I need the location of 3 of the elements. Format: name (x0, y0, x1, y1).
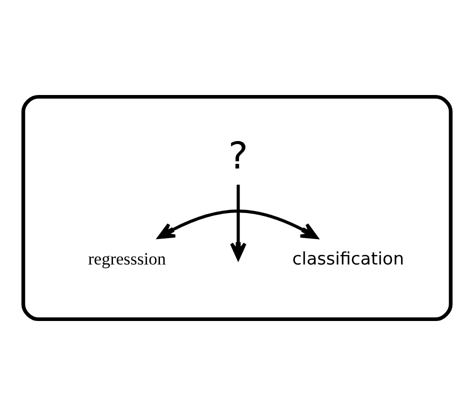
node-text: ? (228, 134, 248, 177)
node-text: classification (292, 248, 404, 269)
node-text: regresssion (88, 248, 166, 268)
